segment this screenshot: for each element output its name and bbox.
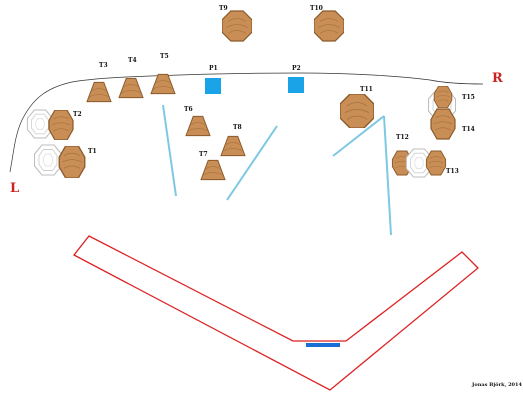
table-t11-obstacle <box>340 94 374 128</box>
table-t5-label: T5 <box>160 53 169 60</box>
ground-boundary <box>9 72 484 173</box>
table-t11-label: T11 <box>360 86 373 93</box>
table-t14-label: T14 <box>462 126 475 133</box>
table-t7-label: T7 <box>199 151 208 158</box>
table-t13-label: T13 <box>446 168 459 175</box>
table-t13-obstacle <box>425 150 447 176</box>
table-t8-label: T8 <box>233 124 242 131</box>
start-area-outline <box>73 235 479 391</box>
table-t3-label: T3 <box>99 62 108 69</box>
left-edge-label: L <box>10 181 19 196</box>
table-t14-obstacle <box>430 108 456 140</box>
table-t1-obstacle <box>58 146 86 178</box>
table-t6-obstacle <box>185 115 211 137</box>
table-t2-obstacle <box>48 110 74 140</box>
ghost-table-t1 <box>33 144 63 176</box>
pole-p1 <box>205 78 221 94</box>
table-t7-obstacle <box>200 159 226 181</box>
table-t12-label: T12 <box>396 134 409 141</box>
barrier-line-2 <box>226 125 278 201</box>
barrier-line-4 <box>383 115 392 236</box>
pole-p1-label: P1 <box>209 65 218 72</box>
table-t9-label: T9 <box>219 5 228 12</box>
table-t3-obstacle <box>86 81 112 103</box>
pole-p2 <box>288 77 304 93</box>
table-t15-obstacle <box>433 86 453 108</box>
table-t6-label: T6 <box>184 106 193 113</box>
table-t10-label: T10 <box>310 5 323 12</box>
table-t5-obstacle <box>150 73 176 95</box>
pole-p2-label: P2 <box>292 65 301 72</box>
table-t10-obstacle <box>314 10 344 42</box>
start-line <box>306 343 340 347</box>
barrier-line-1 <box>162 104 177 197</box>
table-t2-label: T2 <box>73 111 82 118</box>
table-t8-obstacle <box>220 135 246 157</box>
table-t15-label: T15 <box>462 94 475 101</box>
table-t4-label: T4 <box>128 57 137 64</box>
right-edge-label: R <box>492 71 503 86</box>
table-t4-obstacle <box>118 77 144 99</box>
barrier-line-3 <box>332 115 385 157</box>
table-t9-obstacle <box>222 10 252 42</box>
table-t1-label: T1 <box>88 148 97 155</box>
author-credit: Jonas Björk, 2014 <box>471 381 523 388</box>
